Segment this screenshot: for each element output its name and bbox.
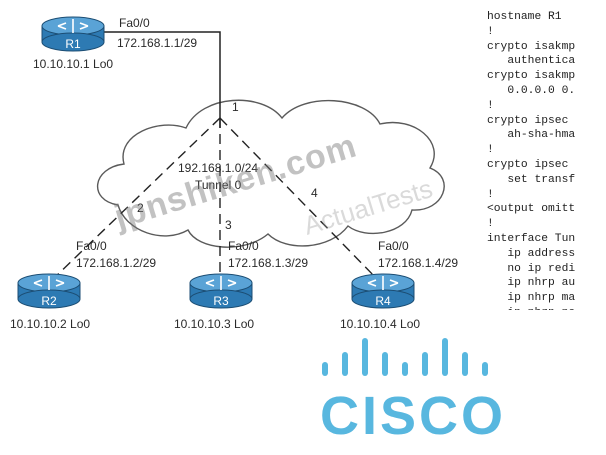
tunnel-subnet: 192.168.1.0/24 (178, 161, 258, 175)
config-line: ! (487, 99, 494, 112)
config-line: hostname R1 (487, 11, 562, 23)
spoke-link-r2 (51, 117, 221, 281)
r4-ip: 172.168.1.4/29 (378, 256, 458, 270)
r1-loopback: 10.10.10.1 Lo0 (33, 57, 113, 71)
router-r2-label: R2 (41, 294, 57, 308)
router-arrows-icon (57, 19, 89, 33)
r2-ip: 172.168.1.2/29 (76, 256, 156, 270)
config-line: ! (487, 218, 494, 231)
router-arrows-icon (367, 276, 399, 290)
config-line: ip nhrp au (487, 277, 576, 290)
tunnel-id-r2: 2 (137, 201, 144, 215)
config-line: crypto ipsec (487, 114, 569, 127)
config-line: ! (487, 25, 494, 38)
spoke-link-r4 (219, 117, 379, 281)
r4-interface: Fa0/0 (378, 239, 409, 253)
tunnel-id-r4: 4 (311, 186, 318, 200)
cisco-logo: CISCO (320, 318, 503, 448)
router-r2[interactable]: R2 (17, 273, 81, 309)
tunnel-cloud (97, 99, 445, 248)
r1-ip: 172.168.1.1/29 (117, 36, 197, 50)
router-arrows-icon (205, 276, 237, 290)
config-line: crypto ipsec (487, 158, 569, 171)
r4-loopback: 10.10.10.4 Lo0 (340, 317, 420, 331)
config-line: ah-sha-hma (487, 129, 576, 142)
tunnel-id-hub: 1 (232, 100, 239, 114)
r3-ip: 172.168.1.3/29 (228, 256, 308, 270)
r2-interface: Fa0/0 (76, 239, 107, 253)
router-arrows-icon (33, 276, 65, 290)
r3-interface: Fa0/0 (228, 239, 259, 253)
router-config-listing: hostname R1! crypto isakmp authentica cryp… (487, 10, 606, 310)
router-r4[interactable]: R4 (351, 273, 415, 309)
config-line: ip nhrp ma (487, 292, 576, 305)
config-line: set transf (487, 173, 576, 186)
config-line: authentica (487, 55, 576, 68)
config-line: crypto isakmp (487, 40, 576, 53)
tunnel-name: Tunnel 0 (195, 178, 242, 192)
cisco-bars-icon (322, 338, 488, 376)
config-line: ! (487, 188, 494, 201)
router-r1[interactable]: R1 (41, 16, 105, 52)
tunnel-id-r3: 3 (225, 218, 232, 232)
router-r3[interactable]: R3 (189, 273, 253, 309)
r1-uplink (98, 31, 221, 112)
r2-loopback: 10.10.10.2 Lo0 (10, 317, 90, 331)
r1-interface: Fa0/0 (119, 16, 150, 30)
r3-loopback: 10.10.10.3 Lo0 (174, 317, 254, 331)
router-r1-label: R1 (65, 37, 81, 51)
config-line: ip address (487, 247, 576, 260)
config-line: 0.0.0.0 0. (487, 84, 576, 97)
config-line: interface Tun (487, 232, 576, 245)
cisco-wordmark: CISCO (320, 386, 507, 446)
config-line: crypto isakmp (487, 70, 576, 83)
router-r4-label: R4 (375, 294, 391, 308)
config-line: ! (487, 144, 494, 157)
config-line: <output omitt (487, 203, 576, 216)
config-line: ip nhrp ne (487, 306, 606, 310)
config-line: no ip redi (487, 262, 576, 275)
router-r3-label: R3 (213, 294, 229, 308)
